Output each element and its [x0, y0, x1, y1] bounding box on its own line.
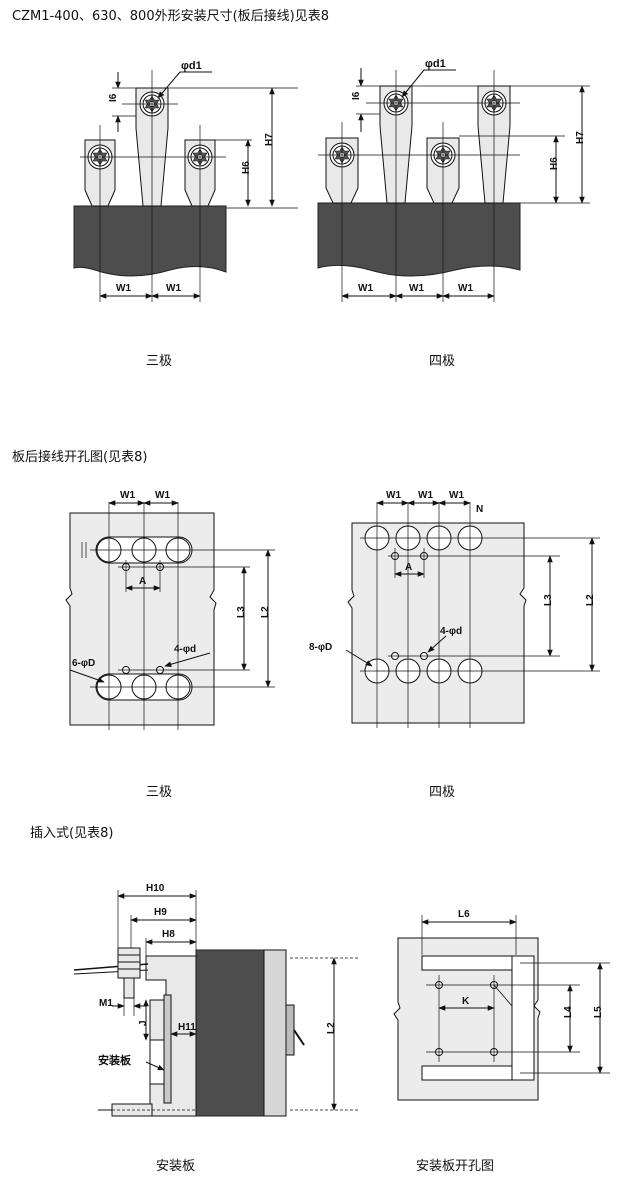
dim-w1-a-three-pole: W1	[116, 283, 131, 294]
three-pole-outline-drawing: I6 φd1 H6 H7 W1 W1	[73, 60, 298, 302]
plate-l4: L4	[563, 1006, 574, 1018]
plate-k: K	[462, 996, 470, 1007]
cutout-l3-four-pole: L3	[543, 594, 554, 606]
plug-j: J	[138, 1020, 149, 1026]
caption-three-pole-cutout: 三极	[146, 785, 173, 800]
section3-heading: 插入式(见表8)	[30, 826, 114, 841]
dim-i6-three-pole: I6	[108, 93, 119, 102]
dim-w1-c-four-pole: W1	[458, 283, 473, 294]
cutout-n-four-pole: N	[476, 504, 483, 515]
dim-h6-four-pole: H6	[549, 157, 560, 170]
dim-h7-three-pole: H7	[264, 133, 275, 146]
dim-i6-four-pole: I6	[351, 91, 362, 100]
cutout-l3-three-pole: L3	[236, 606, 247, 618]
section2-heading: 板后接线开孔图(见表8)	[12, 450, 148, 465]
cutout-l2-four-pole: L2	[585, 594, 596, 606]
cutout-six-phi-D: 6-φD	[72, 658, 95, 669]
cutout-l2-three-pole: L2	[260, 606, 271, 618]
dim-h6-three-pole: H6	[241, 161, 252, 174]
four-pole-cutout-drawing: W1 W1 W1 N A L3 L2 8-φD 4-φd	[309, 490, 600, 728]
plug-h9: H9	[154, 907, 167, 918]
cutout-w1-c-four-pole: W1	[449, 490, 464, 501]
cutout-w1-a-three-pole: W1	[120, 490, 135, 501]
three-pole-cutout-drawing: W1 W1 A L3 L2 6-φD 4-φd	[65, 490, 275, 730]
cutout-a-three-pole: A	[139, 576, 146, 587]
caption-four-pole-cutout: 四极	[429, 785, 456, 800]
plug-h10: H10	[146, 883, 165, 894]
plate-l5: L5	[593, 1006, 604, 1018]
cutout-w1-b-three-pole: W1	[155, 490, 170, 501]
cutout-w1-a-four-pole: W1	[386, 490, 401, 501]
section1-heading: CZM1-400、630、800外形安装尺寸(板后接线)见表8	[12, 9, 330, 24]
dim-w1-b-three-pole: W1	[166, 283, 181, 294]
caption-mount-plate: 安装板	[156, 1159, 196, 1174]
caption-four-pole-outline: 四极	[429, 354, 456, 369]
plug-m1: M1	[99, 998, 113, 1009]
cutout-eight-phi-D: 8-φD	[309, 642, 332, 653]
dim-w1-a-four-pole: W1	[358, 283, 373, 294]
cutout-a-four-pole: A	[405, 562, 412, 573]
plug-h8: H8	[162, 929, 175, 940]
plug-h11: H11	[178, 1022, 196, 1033]
phi-d1-four-pole: φd1	[425, 58, 446, 70]
cutout-four-phi-d-four-pole: 4-φd	[440, 626, 462, 637]
cutout-four-phi-d-three-pole: 4-φd	[174, 644, 196, 655]
cutout-w1-b-four-pole: W1	[418, 490, 433, 501]
plug-in-mount-drawing: H10 H9 H8 M1 H11 J 安装板 L2	[73, 883, 360, 1117]
phi-d1-three-pole: φd1	[181, 60, 202, 72]
caption-mount-plate-cutout: 安装板开孔图	[416, 1159, 495, 1174]
plug-l2: L2	[326, 1022, 337, 1034]
four-pole-outline-drawing: I6 φd1 H6 H7 W1 W1 W1	[317, 58, 590, 302]
caption-three-pole-outline: 三极	[146, 354, 173, 369]
mount-plate-cutout-drawing: L6 K L4 L5	[393, 909, 610, 1101]
dim-w1-b-four-pole: W1	[409, 283, 424, 294]
plug-mount-plate-label: 安装板	[98, 1053, 132, 1067]
dim-h7-four-pole: H7	[575, 131, 586, 144]
plate-l6: L6	[458, 909, 470, 920]
